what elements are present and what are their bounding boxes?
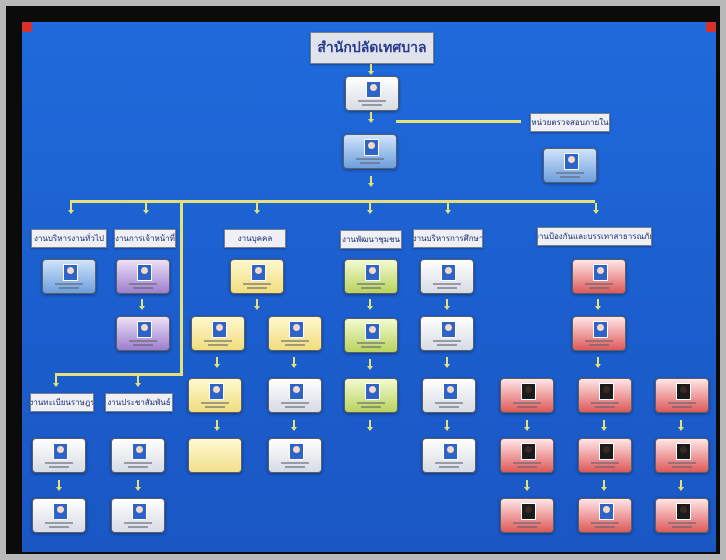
connector-arrow — [291, 420, 297, 431]
connector-line — [180, 203, 183, 376]
disaster-staff-card-c3 — [655, 498, 709, 533]
disaster-deputy-card — [572, 316, 626, 351]
personnel-staff-card-a3 — [188, 438, 242, 473]
connector-arrow — [601, 420, 607, 431]
connector-arrow — [56, 480, 62, 491]
connector-arrow — [139, 299, 145, 310]
chart-title: สำนักปลัดเทศบาล — [310, 32, 434, 64]
disaster-staff-card-b2 — [578, 438, 632, 473]
label-disaster: งานป้องกันและบรรเทาสาธารณภัย — [537, 227, 652, 246]
connector-arrow — [214, 420, 220, 431]
connector-bus — [70, 200, 595, 203]
connector-arrow — [593, 203, 599, 214]
disaster-staff-card-c1 — [655, 378, 709, 413]
disaster-head-card — [572, 259, 626, 294]
connector-arrow — [214, 357, 220, 368]
connector-arrow — [595, 357, 601, 368]
connector-arrow — [135, 480, 141, 491]
disaster-staff-card-c2 — [655, 438, 709, 473]
education-staff-card-1 — [420, 316, 474, 351]
label-personnel-admin: งานการเจ้าหน้าที่ — [114, 229, 176, 248]
deputy-person-card — [343, 134, 397, 169]
connector-arrow — [444, 420, 450, 431]
education-staff-card-3 — [422, 438, 476, 473]
public-relations-staff-card-1 — [111, 438, 165, 473]
org-chart-board: สำนักปลัดเทศบาล หน่วยตรวจสอบภายใน งานบริ… — [22, 22, 716, 552]
label-community-dev: งานพัฒนาชุมชน — [340, 230, 402, 249]
label-personnel: งานบุคคล — [224, 229, 286, 248]
connector-arrow — [368, 64, 374, 75]
connector-arrow — [367, 299, 373, 310]
registration-staff-card-1 — [32, 438, 86, 473]
personnel-staff-card-b3 — [268, 438, 322, 473]
connector-arrow — [254, 299, 260, 310]
disaster-staff-card-a1 — [500, 378, 554, 413]
connector-line — [396, 120, 521, 123]
connector-arrow — [524, 480, 530, 491]
community-dev-staff-card-1 — [344, 318, 398, 353]
connector-arrow — [595, 299, 601, 310]
connector-arrow — [368, 176, 374, 187]
disaster-staff-card-b1 — [578, 378, 632, 413]
community-dev-staff-card-2 — [344, 378, 398, 413]
connector-arrow — [367, 203, 373, 214]
label-general-admin: งานบริหารงานทั่วไป — [31, 229, 107, 248]
connector-line — [55, 373, 183, 376]
label-public-relations: งานประชาสัมพันธ์ — [105, 393, 173, 412]
general-admin-person-card — [42, 259, 96, 294]
connector-arrow — [444, 299, 450, 310]
corner-ornament-top-right — [706, 22, 716, 32]
connector-arrow — [367, 359, 373, 370]
personnel-admin-staff-card — [116, 316, 170, 351]
chart-frame: สำนักปลัดเทศบาล หน่วยตรวจสอบภายใน งานบริ… — [6, 6, 720, 554]
personnel-staff-card-a2 — [188, 378, 242, 413]
personnel-staff-card-a1 — [191, 316, 245, 351]
corner-ornament-top-left — [22, 22, 32, 32]
connector-arrow — [601, 480, 607, 491]
connector-arrow — [68, 203, 74, 214]
connector-arrow — [291, 357, 297, 368]
label-education-admin: งานบริหารการศึกษา — [413, 229, 483, 248]
personnel-staff-card-b1 — [268, 316, 322, 351]
personnel-admin-person-card — [116, 259, 170, 294]
connector-arrow — [678, 480, 684, 491]
connector-arrow — [143, 203, 149, 214]
connector-arrow — [368, 112, 374, 123]
audit-person-card — [543, 148, 597, 183]
connector-arrow — [254, 203, 260, 214]
personnel-staff-card-b2 — [268, 378, 322, 413]
disaster-staff-card-a2 — [500, 438, 554, 473]
connector-arrow — [445, 203, 451, 214]
label-registration: งานทะเบียนราษฎร — [30, 393, 94, 412]
public-relations-staff-card-2 — [111, 498, 165, 533]
community-dev-head-card — [344, 259, 398, 294]
label-internal-audit: หน่วยตรวจสอบภายใน — [530, 113, 610, 132]
registration-staff-card-2 — [32, 498, 86, 533]
education-head-card — [420, 259, 474, 294]
disaster-staff-card-a3 — [500, 498, 554, 533]
connector-arrow — [53, 376, 59, 387]
head-person-card — [345, 76, 399, 111]
connector-arrow — [367, 420, 373, 431]
personnel-head-card — [230, 259, 284, 294]
disaster-staff-card-b3 — [578, 498, 632, 533]
connector-arrow — [678, 420, 684, 431]
education-staff-card-2 — [422, 378, 476, 413]
connector-arrow — [444, 357, 450, 368]
connector-arrow — [524, 420, 530, 431]
connector-arrow — [135, 376, 141, 387]
